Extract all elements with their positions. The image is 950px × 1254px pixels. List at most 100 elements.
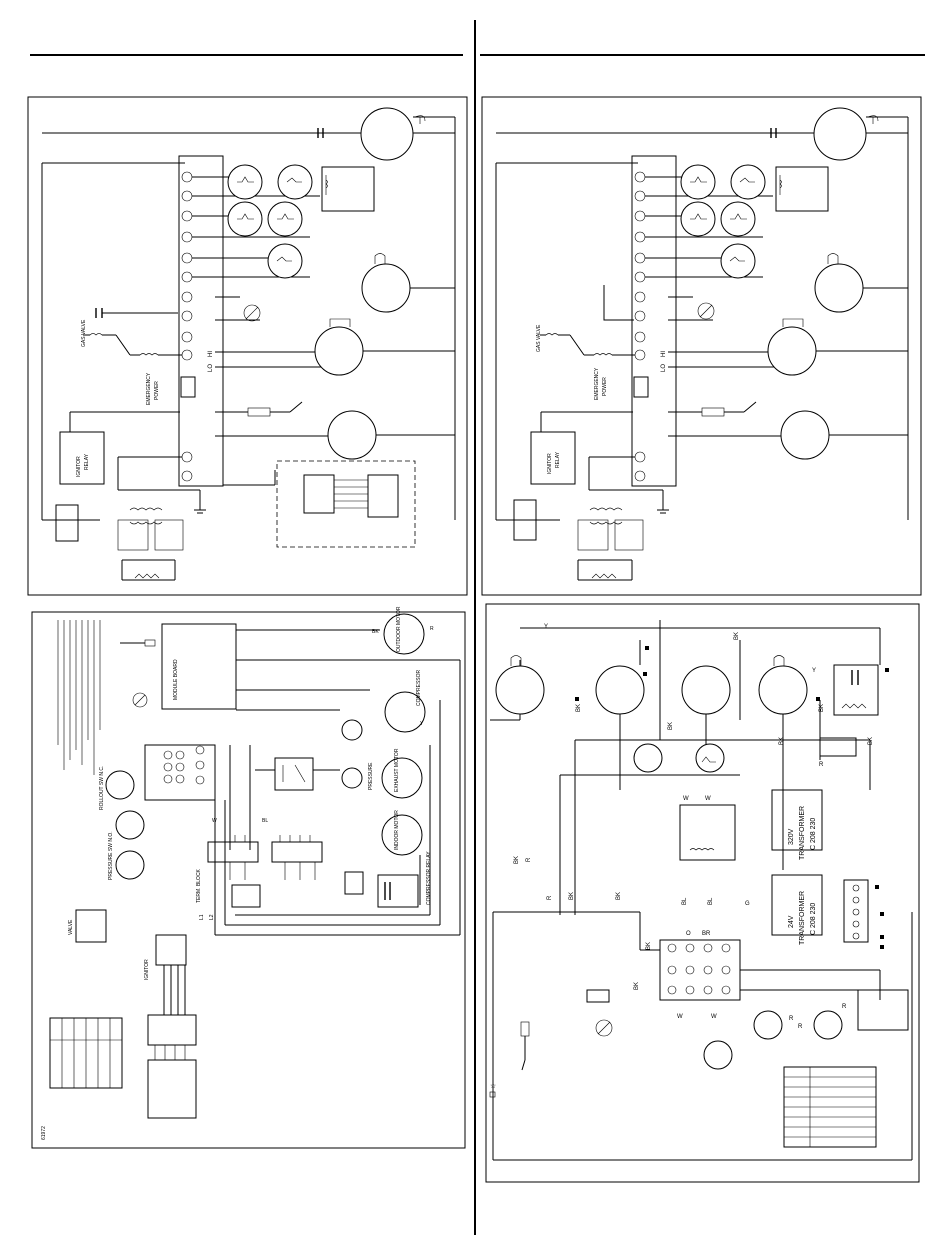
top-left-emergency-label-2: POWER <box>154 381 160 400</box>
top-left-limit-switch-2 <box>277 164 313 200</box>
bottom-left-compressor-relay-label: COMPRESSOR RELAY <box>426 851 432 905</box>
top-left-hi-label: HI <box>208 351 214 357</box>
top-left-exhaust-motor <box>327 410 377 460</box>
top-left-limit-switch-4 <box>267 201 303 237</box>
bottom-left-plug-2 <box>271 841 323 863</box>
bottom-left-pressure-device <box>341 767 363 789</box>
bottom-left-outdoor-motor <box>383 613 425 655</box>
bottom-right-r-label-4: R <box>789 1016 794 1022</box>
bottom-right-o-label: O <box>686 931 691 937</box>
bottom-right-thermistor <box>595 1019 613 1037</box>
top-right-pressure-switch <box>720 243 756 279</box>
top-left-control-module <box>276 460 416 548</box>
top-right-ignitor-label-1: IGNITOR <box>547 453 553 474</box>
bottom-left-bk-label: BK <box>372 629 379 635</box>
bottom-left-compressor-relay <box>377 874 419 908</box>
bottom-right-bk-label-5: BK <box>819 704 825 712</box>
bottom-left-r-label: R <box>430 626 434 632</box>
top-left-limit-switch-3 <box>227 201 263 237</box>
bottom-right-indoor-motor <box>758 665 808 715</box>
top-right-gas-valve-label: GAS VALVE <box>536 324 542 352</box>
top-right-limit-switch-4 <box>720 201 756 237</box>
bottom-right-bk-label-2: BK <box>576 704 582 712</box>
bottom-left-compressor <box>384 691 426 733</box>
bottom-right-rollout-switch <box>703 1040 733 1070</box>
bottom-right-w-label-3: W <box>677 1014 683 1020</box>
top-left-limit-switch-1 <box>227 164 263 200</box>
top-right-limit-switch-2 <box>730 164 766 200</box>
top-right-ignitor-label-2: RELAY <box>555 451 561 468</box>
bottom-left-outdoor-motor-label: OUTDOOR MOTOR <box>396 606 402 652</box>
top-left-ignitor-switch <box>55 504 79 542</box>
top-right-resistor <box>701 407 725 417</box>
top-left-indoor-motor <box>314 326 364 376</box>
bottom-right-transformer-2-c: C 208 230 <box>810 903 817 935</box>
bottom-left-bl-label: BL <box>262 818 268 824</box>
top-left-lo-label: LO <box>208 364 214 372</box>
top-right-limit-switch-1 <box>680 164 716 200</box>
bottom-right-transformer-2-v: 24V <box>788 915 795 928</box>
bottom-right-y-label-1: Y <box>544 624 548 630</box>
bottom-right-r-label-6: R <box>842 1004 847 1010</box>
bottom-left-compressor-label: COMPRESSOR <box>416 669 422 706</box>
top-right-emergency-label-1: EMERGENCY <box>594 367 600 400</box>
bottom-left-l1-label: L1 <box>199 914 205 920</box>
bottom-right-transformer-1-label: TRANSFORMER <box>799 806 806 860</box>
bottom-right-switch-2 <box>695 743 725 773</box>
top-right-ignitor-relay <box>530 431 576 485</box>
bottom-right-plug-block <box>659 939 741 1001</box>
bottom-right-br-label: BR <box>702 931 711 937</box>
bottom-right-terminal-column <box>843 879 869 943</box>
bottom-left-exhaust-motor <box>381 757 423 799</box>
bottom-left-pressure-sw-label: PRESSURE SW N.O. <box>108 831 114 880</box>
bottom-right-bk-label-11: BK <box>634 982 640 990</box>
top-left-terminal-strip <box>178 155 224 487</box>
bottom-right-box-marker <box>489 1091 496 1098</box>
top-right-indoor-motor <box>767 326 817 376</box>
bottom-right-relay <box>679 804 736 861</box>
bottom-right-pressure-switch <box>813 1010 843 1040</box>
top-left-ignitor-relay <box>59 431 105 485</box>
bottom-right-transformer-1 <box>771 789 823 851</box>
top-left-diagram: GAS VALVE HI LO EMERGENCY POWER IGNITOR … <box>27 96 468 596</box>
bottom-right-r-label-2: R <box>547 895 553 900</box>
bottom-right-transformer-2-label: TRANSFORMER <box>799 891 806 945</box>
top-left-pressure-switch <box>267 243 303 279</box>
bottom-right-transformer-2 <box>771 874 823 936</box>
bottom-left-diagram: MODULE BOARD ROLLOUT SW N.C. PRESSURE SW… <box>31 606 466 1149</box>
bottom-right-bk-label-10: BK <box>646 942 652 950</box>
page-rules <box>30 20 925 1235</box>
bottom-right-r-label-3: R <box>819 762 824 768</box>
bottom-left-valve-label: VALVE <box>68 919 74 935</box>
bottom-right-transformer-1-v: 320V <box>788 828 795 845</box>
bottom-left-rollout-label: ROLLOUT SW N.C. <box>99 766 105 810</box>
bottom-right-diagram: W W 320V TRANSFORMER C 208 230 24V TRANS… <box>485 603 920 1183</box>
top-right-diagram: GAS VALVE HI LO EMERGENCY POWER IGNITOR … <box>481 96 922 596</box>
top-right-hi-label: HI <box>661 351 667 357</box>
top-right-thermistor <box>697 302 715 320</box>
bottom-right-star-marker: ☆ <box>490 1082 496 1090</box>
bottom-right-bk-label-4: BK <box>779 737 785 745</box>
top-right-emergency-label-2: POWER <box>602 377 608 396</box>
bottom-left-code: 61972 <box>41 1126 47 1140</box>
bottom-left-indoor-label: INDOOR MOTOR <box>394 810 400 850</box>
bottom-right-transformer-1-c: C 208 230 <box>810 818 817 850</box>
bottom-right-bl-label-2: BL <box>708 897 714 905</box>
bottom-right-bk-label-8: BK <box>569 892 575 900</box>
top-left-ignitor-label-1: IGNITOR <box>76 456 82 477</box>
bottom-right-bk-label-7: BK <box>514 856 520 864</box>
top-right-outdoor-motor <box>814 263 864 313</box>
bottom-left-thermostat-connector <box>147 1059 197 1119</box>
bottom-left-harness-plug <box>147 1014 197 1046</box>
bottom-left-rollout-switch <box>105 770 135 800</box>
top-left-emergency-label-1: EMERGENCY <box>146 372 152 405</box>
bottom-left-limit-switch <box>115 810 145 840</box>
bottom-left-term-block-label: TERM. BLOCK <box>196 868 202 903</box>
bottom-left-thermistor <box>132 692 148 708</box>
top-left-gas-valve-label: GAS VALVE <box>81 319 87 347</box>
top-left-resistor <box>247 407 271 417</box>
bottom-right-outdoor-motor <box>595 665 645 715</box>
bottom-right-bk-label-6: BK <box>868 737 874 745</box>
bottom-left-terminal-block <box>231 884 261 908</box>
